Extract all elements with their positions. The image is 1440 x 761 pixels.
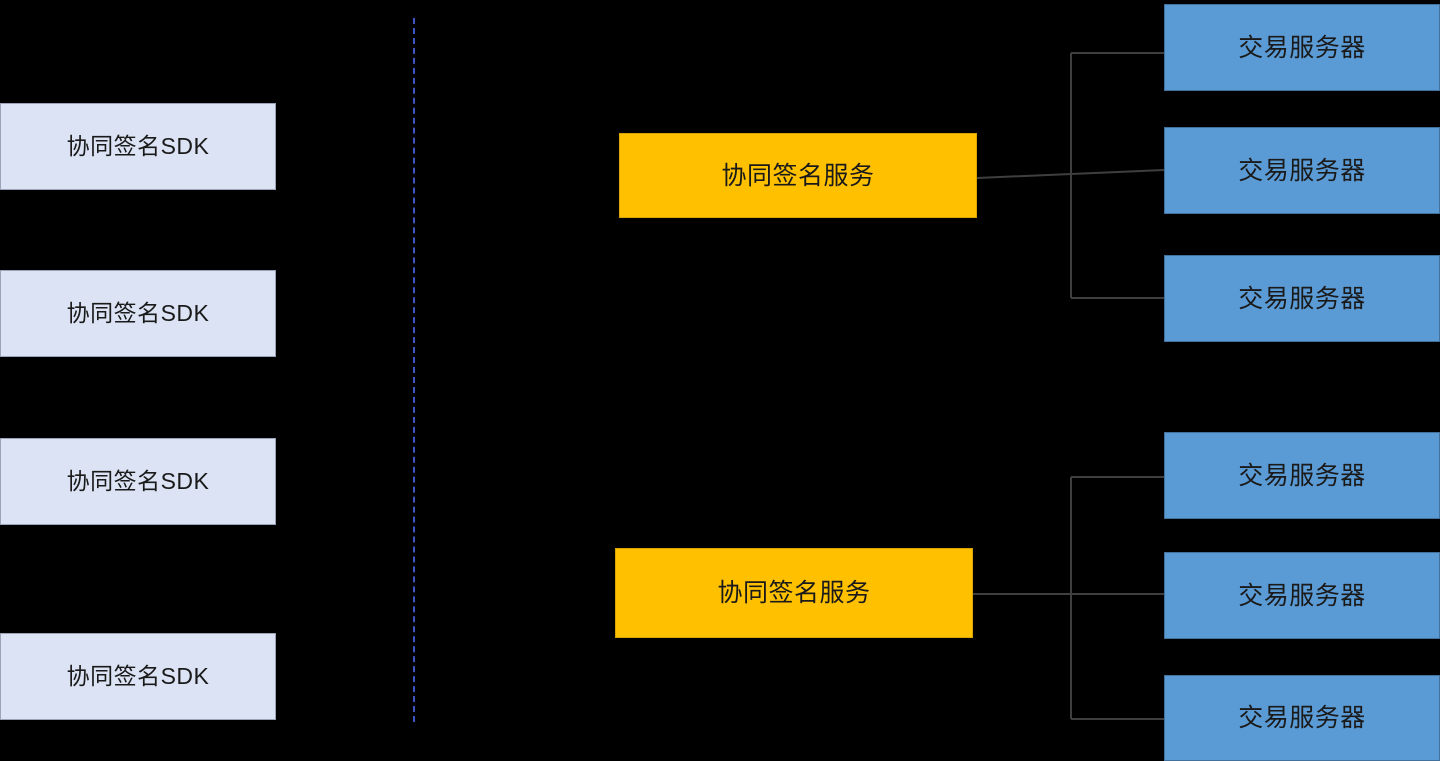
node-label: 协同签名服务 — [717, 579, 871, 607]
node-sdk-1[interactable]: 协同签名SDK — [0, 103, 276, 190]
node-label: 交易服务器 — [1238, 704, 1366, 732]
node-label: 协同签名SDK — [66, 467, 210, 494]
node-label: 协同签名SDK — [66, 662, 210, 689]
node-transaction-server-top-3[interactable]: 交易服务器 — [1164, 255, 1440, 342]
node-label: 交易服务器 — [1238, 33, 1366, 62]
node-label: 交易服务器 — [1238, 581, 1366, 610]
node-transaction-server-bottom-3[interactable]: 交易服务器 — [1164, 675, 1440, 761]
node-label: 协同签名SDK — [66, 132, 210, 159]
node-sdk-2[interactable]: 协同签名SDK — [0, 270, 276, 357]
node-transaction-server-top-1[interactable]: 交易服务器 — [1164, 4, 1440, 91]
node-transaction-server-top-2[interactable]: 交易服务器 — [1164, 127, 1440, 214]
connector-top-branch-2 — [1070, 169, 1165, 175]
vertical-dashed-divider — [413, 18, 415, 722]
node-label: 交易服务器 — [1238, 461, 1366, 490]
node-transaction-server-bottom-2[interactable]: 交易服务器 — [1164, 552, 1440, 639]
node-label: 协同签名SDK — [66, 299, 210, 326]
connector-top-service-stem — [976, 173, 1072, 179]
node-sdk-4[interactable]: 协同签名SDK — [0, 633, 276, 720]
node-label: 交易服务器 — [1238, 156, 1366, 185]
node-label: 协同签名服务 — [721, 161, 875, 190]
node-sdk-3[interactable]: 协同签名SDK — [0, 438, 276, 525]
node-signing-service-top[interactable]: 协同签名服务 — [619, 133, 977, 218]
node-signing-service-bottom[interactable]: 协同签名服务 — [615, 548, 973, 638]
node-label: 交易服务器 — [1238, 284, 1366, 313]
node-transaction-server-bottom-1[interactable]: 交易服务器 — [1164, 432, 1440, 519]
